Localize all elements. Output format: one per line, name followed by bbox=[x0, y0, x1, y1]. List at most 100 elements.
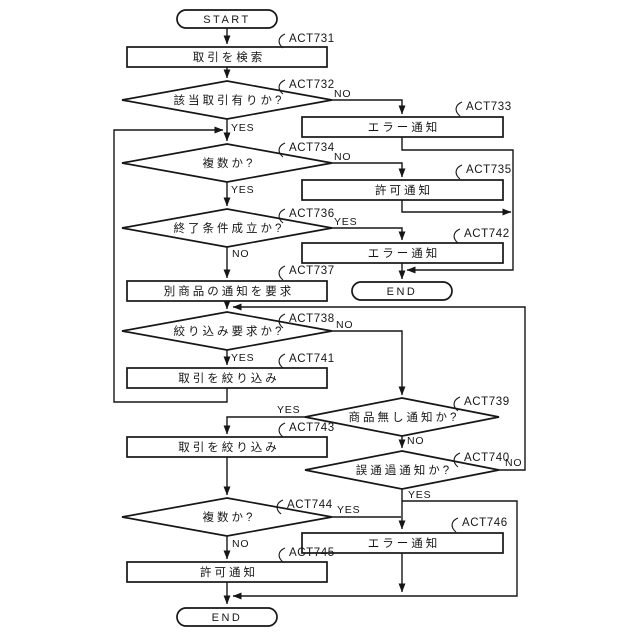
act731-leader bbox=[278, 33, 286, 49]
node-end-lower: END bbox=[176, 607, 278, 627]
edge-act733-merge-right bbox=[401, 137, 514, 274]
act733-label: ACT733 bbox=[466, 101, 512, 113]
edge-act739-act743-yes bbox=[223, 416, 306, 435]
edge-bypass-right-to-end bbox=[232, 500, 518, 600]
act743-leader bbox=[278, 422, 286, 438]
node-act741: 取引を絞り込み bbox=[126, 367, 328, 389]
act744-leader bbox=[276, 499, 284, 515]
act746-leader bbox=[451, 517, 459, 533]
act735-leader bbox=[455, 164, 463, 180]
act740-yes-label: YES bbox=[408, 489, 431, 501]
act737-label: ACT737 bbox=[289, 265, 335, 277]
act737-leader bbox=[278, 265, 286, 281]
act742-text: エラー通知 bbox=[368, 246, 441, 260]
act744-text: 複数か? bbox=[203, 510, 256, 524]
edge-act741-loop-act734 bbox=[113, 126, 228, 403]
act731-box bbox=[126, 46, 328, 68]
node-act733: エラー通知 bbox=[301, 116, 504, 138]
act744-diamond bbox=[121, 497, 333, 537]
act739-label: ACT739 bbox=[464, 396, 510, 408]
act733-leader bbox=[455, 101, 463, 117]
edge-act736-act742-yes bbox=[332, 227, 406, 241]
act732-leader bbox=[278, 79, 286, 95]
act740-label: ACT740 bbox=[464, 452, 510, 464]
act742-box bbox=[301, 242, 504, 264]
act731-text: 取引を検索 bbox=[193, 50, 266, 64]
act741-leader bbox=[278, 353, 286, 369]
act738-leader bbox=[278, 313, 286, 329]
act740-leader bbox=[453, 452, 461, 468]
act738-text: 絞り込み要求か? bbox=[174, 324, 285, 338]
end-lower-text: END bbox=[212, 612, 243, 624]
start-oval bbox=[176, 9, 278, 29]
node-act742: エラー通知 bbox=[301, 242, 504, 264]
act743-label: ACT743 bbox=[289, 422, 335, 434]
node-act745: 許可通知 bbox=[126, 561, 328, 583]
act735-label: ACT735 bbox=[466, 164, 512, 176]
act735-box bbox=[301, 179, 504, 201]
act734-no-label: NO bbox=[334, 151, 351, 163]
act733-box bbox=[301, 116, 504, 138]
act734-yes-label: YES bbox=[231, 184, 254, 196]
act745-box bbox=[126, 561, 328, 583]
end-lower-oval bbox=[176, 607, 278, 627]
act734-leader bbox=[278, 142, 286, 158]
act739-leader bbox=[453, 396, 461, 412]
node-act735: 許可通知 bbox=[301, 179, 504, 201]
act733-text: エラー通知 bbox=[368, 120, 441, 134]
act736-no-label: NO bbox=[232, 248, 249, 260]
act746-box bbox=[301, 532, 504, 554]
node-act739: 商品無し通知か? bbox=[304, 397, 500, 437]
act740-diamond bbox=[304, 450, 500, 490]
act741-box bbox=[126, 367, 328, 389]
edge-labels: NO YES NO YES YES NO NO YES YES NO NO YE… bbox=[231, 88, 522, 550]
edge-act732-act733-no bbox=[332, 99, 406, 115]
node-act731: 取引を検索 bbox=[126, 46, 328, 68]
act745-text: 許可通知 bbox=[200, 565, 258, 579]
act739-yes-label: YES bbox=[277, 404, 300, 416]
act735-text: 許可通知 bbox=[375, 183, 433, 197]
act739-no-label: NO bbox=[407, 435, 424, 447]
act732-label: ACT732 bbox=[289, 79, 335, 91]
act741-text: 取引を絞り込み bbox=[178, 371, 280, 385]
act732-no-label: NO bbox=[334, 88, 351, 100]
node-act746: エラー通知 bbox=[301, 532, 504, 554]
act738-yes-label: YES bbox=[231, 352, 254, 364]
act737-box bbox=[126, 280, 328, 302]
act736-yes-label: YES bbox=[334, 216, 357, 228]
node-act737: 別商品の通知を要求 bbox=[126, 280, 328, 302]
act740-no-label: NO bbox=[505, 457, 522, 469]
act746-label: ACT746 bbox=[462, 517, 508, 529]
edge-act734-act735-no bbox=[332, 162, 406, 178]
act742-label: ACT742 bbox=[464, 228, 510, 240]
act732-yes-label: YES bbox=[231, 122, 254, 134]
act734-text: 複数か? bbox=[203, 156, 256, 170]
node-act744: 複数か? bbox=[121, 497, 333, 537]
connectors bbox=[113, 28, 526, 605]
act734-label: ACT734 bbox=[289, 142, 335, 154]
edge-act735-merge-right bbox=[401, 200, 512, 216]
act740-text: 誤通過通知か? bbox=[356, 463, 452, 477]
act739-text: 商品無し通知か? bbox=[349, 410, 460, 424]
act741-label: ACT741 bbox=[289, 353, 335, 365]
act738-no-label: NO bbox=[336, 319, 353, 331]
act744-yes-label: YES bbox=[337, 504, 360, 516]
act745-leader bbox=[278, 547, 286, 563]
end-upper-text: END bbox=[387, 286, 418, 298]
act744-no-label: NO bbox=[232, 538, 249, 550]
edge-act740-loop-act738-no bbox=[232, 303, 526, 471]
act743-text: 取引を絞り込み bbox=[178, 440, 280, 454]
act739-diamond bbox=[304, 397, 500, 437]
node-act743: 取引を絞り込み bbox=[126, 436, 328, 458]
act736-label: ACT736 bbox=[289, 208, 335, 220]
node-act740: 誤通過通知か? bbox=[304, 450, 500, 490]
act736-leader bbox=[278, 208, 286, 224]
act-labels: ACT731 ACT732 ACT733 ACT734 ACT735 ACT73… bbox=[276, 33, 512, 563]
act738-label: ACT738 bbox=[289, 313, 335, 325]
act731-label: ACT731 bbox=[289, 33, 335, 45]
act746-text: エラー通知 bbox=[368, 536, 441, 550]
edge-act738-act739-no bbox=[332, 330, 406, 396]
node-end-upper: END bbox=[351, 281, 453, 301]
